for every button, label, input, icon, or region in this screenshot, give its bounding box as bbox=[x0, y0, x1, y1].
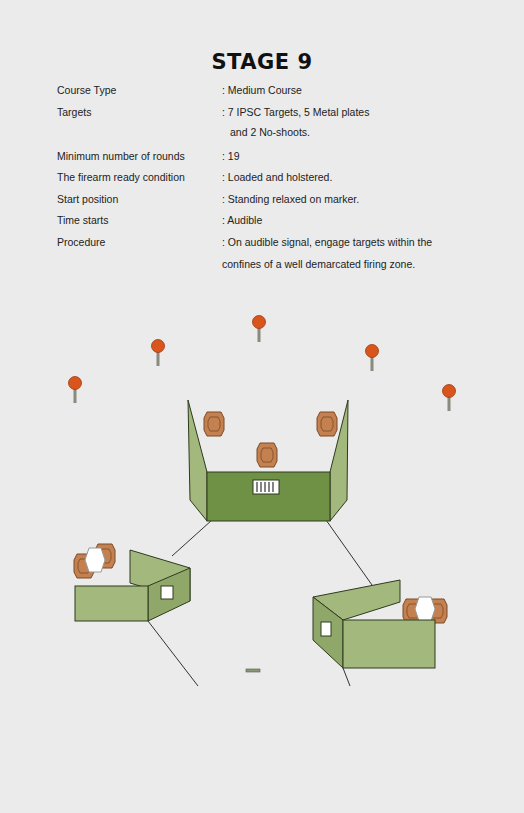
no-shoot bbox=[85, 548, 105, 572]
field-value: : 19 bbox=[222, 146, 442, 168]
right-barricade bbox=[313, 580, 435, 668]
field-value: : Audible bbox=[222, 210, 442, 232]
field-name: The firearm ready condition bbox=[57, 167, 217, 189]
no-shoot bbox=[415, 597, 435, 621]
field-name: Procedure bbox=[57, 232, 217, 254]
metal-plate bbox=[69, 377, 82, 404]
field-name: Start position bbox=[57, 189, 217, 211]
field-value: : 7 IPSC Targets, 5 Metal plates and 2 N… bbox=[222, 102, 380, 142]
central-barricade bbox=[188, 400, 348, 521]
field-name: Targets bbox=[57, 102, 217, 124]
start-marker bbox=[246, 669, 260, 672]
field-value: : Medium Course bbox=[222, 80, 442, 102]
metal-plate bbox=[366, 345, 379, 372]
field-name: Minimum number of rounds bbox=[57, 146, 217, 168]
metal-plate bbox=[152, 340, 165, 367]
field-value: : Standing relaxed on marker. bbox=[222, 189, 442, 211]
field-name: Course Type bbox=[57, 80, 217, 102]
ipsc-target bbox=[204, 412, 224, 436]
field-value: : On audible signal, engage targets with… bbox=[222, 232, 436, 275]
ipsc-target bbox=[257, 443, 277, 467]
ipsc-target bbox=[317, 412, 337, 436]
stage-title: STAGE 9 bbox=[0, 50, 524, 74]
field-value: : Loaded and holstered. bbox=[222, 167, 442, 189]
field-name: Time starts bbox=[57, 210, 217, 232]
left-barricade bbox=[75, 550, 190, 621]
metal-plate bbox=[253, 316, 266, 343]
metal-plate bbox=[443, 385, 456, 412]
